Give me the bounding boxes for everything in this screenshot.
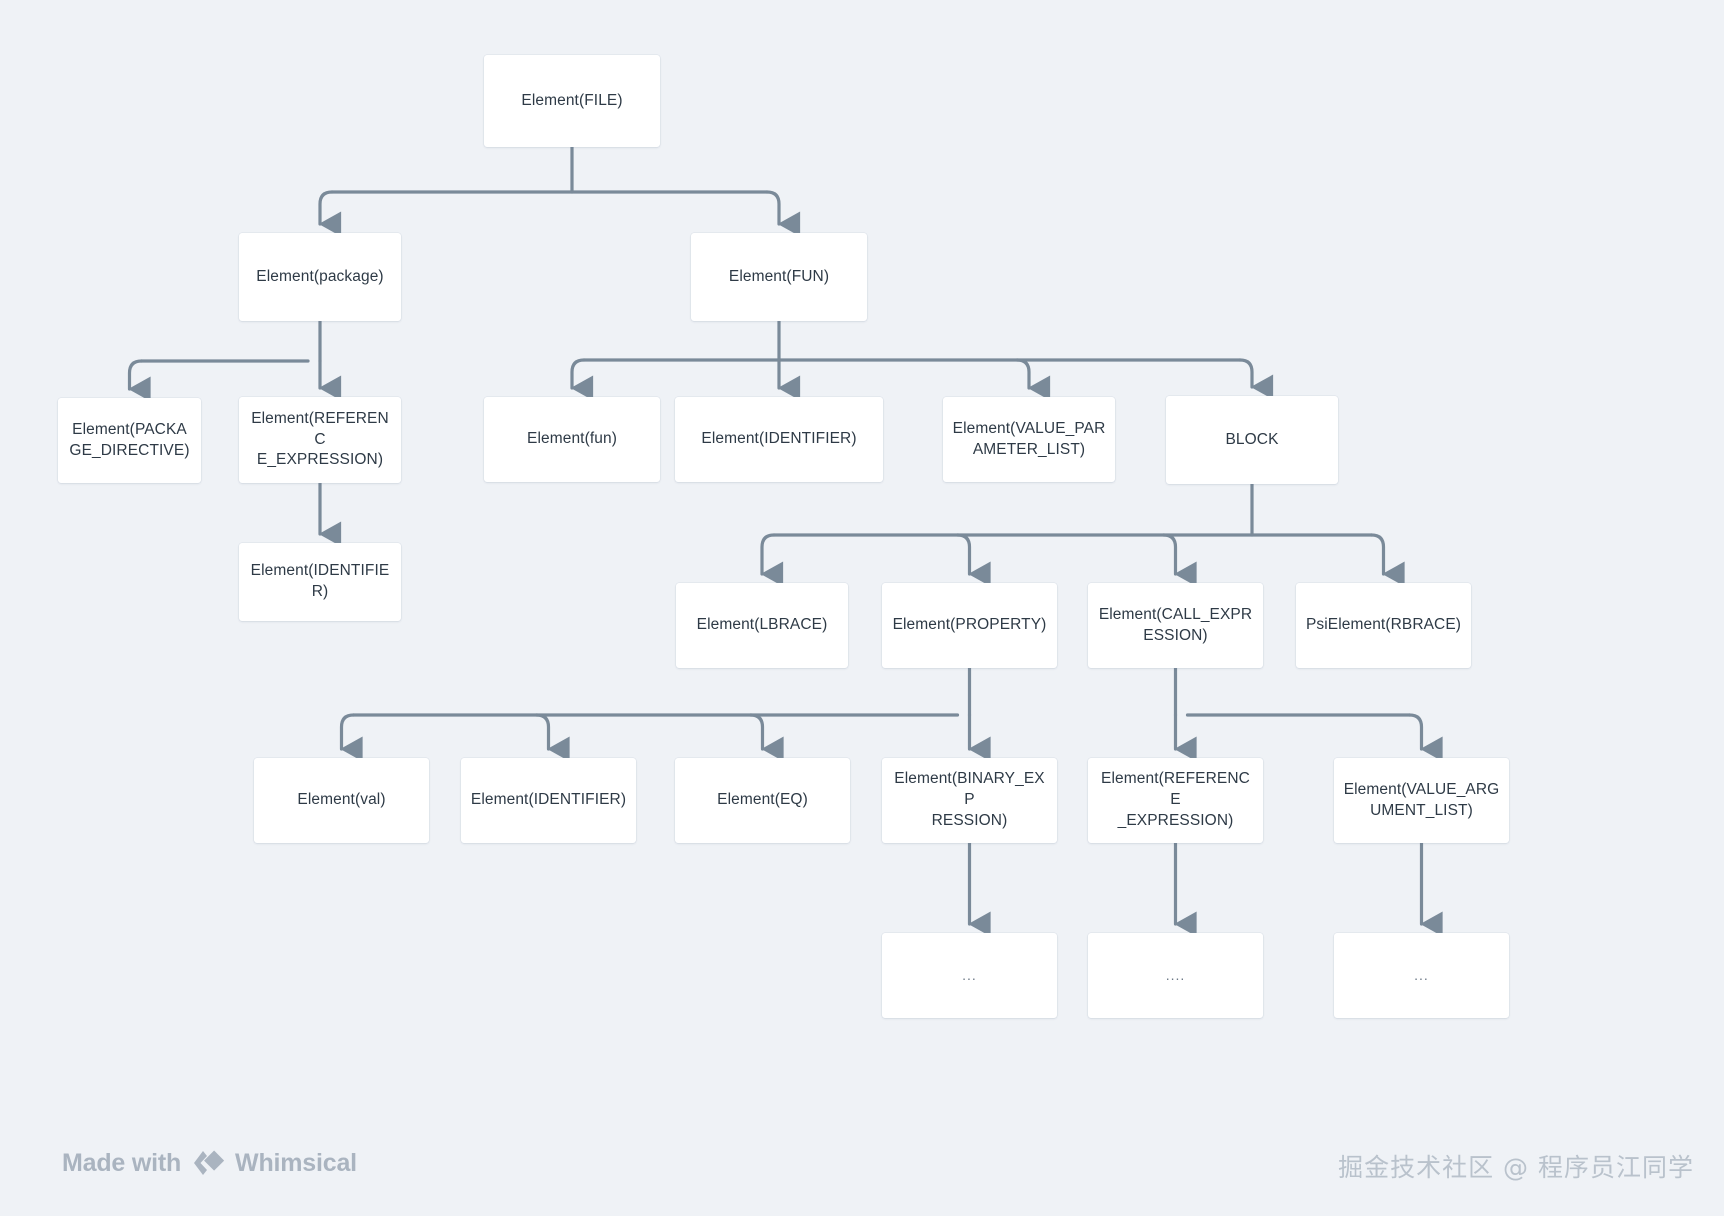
node-identifier3[interactable]: Element(IDENTIFIER) (461, 758, 636, 843)
edge (955, 533, 991, 587)
node-label: Element(BINARY_EXP RESSION) (894, 770, 1045, 829)
node-label: Element(package) (256, 267, 384, 285)
node-rbrace[interactable]: PsiElement(RBRACE) (1296, 583, 1471, 668)
node-fun_top[interactable]: Element(FUN) (691, 233, 867, 321)
node-dots2[interactable]: .... (1088, 933, 1263, 1018)
node-value_param[interactable]: Element(VALUE_PAR AMETER_LIST) (943, 397, 1115, 482)
edge (570, 358, 594, 401)
node-value_arg[interactable]: Element(VALUE_ARG UMENT_LIST) (1334, 758, 1509, 843)
node-label: Element(IDENTIFIER) (470, 791, 627, 809)
node-file[interactable]: Element(FILE) (484, 55, 660, 147)
node-fun_kw[interactable]: Element(fun) (484, 397, 660, 482)
node-package[interactable]: Element(package) (239, 233, 401, 321)
edge (765, 190, 801, 237)
node-ref_expr2[interactable]: Element(REFERENCE _EXPRESSION) (1088, 758, 1263, 843)
node-label: Element(FILE) (521, 91, 623, 109)
node-label: Element(REFERENCE _EXPRESSION) (1101, 770, 1250, 829)
node-ref_expr[interactable]: Element(REFERENC E_EXPRESSION) (239, 397, 401, 483)
node-property[interactable]: Element(PROPERTY) (882, 583, 1057, 668)
node-label: ... (962, 967, 977, 984)
node-label: Element(CALL_EXPR ESSION) (1098, 605, 1253, 644)
edge (127, 359, 151, 402)
whimsical-logo-icon (191, 1148, 225, 1178)
edge (318, 190, 342, 237)
node-binary_expr[interactable]: Element(BINARY_EXP RESSION) (882, 758, 1057, 843)
node-block[interactable]: BLOCK (1166, 396, 1338, 484)
node-label: .... (1165, 967, 1186, 984)
whimsical-prefix-label: Made with (62, 1148, 182, 1177)
edge (339, 713, 363, 762)
node-label: Element(IDENTIFIER) (701, 430, 857, 448)
node-label: Element(REFERENC E_EXPRESSION) (251, 409, 389, 469)
juejin-watermark: 掘金技术社区 @ 程序员江同学 (1338, 1153, 1694, 1182)
node-label: Element(val) (297, 791, 386, 809)
edge (1161, 533, 1197, 587)
node-pkg_dir[interactable]: Element(PACKA GE_DIRECTIVE) (58, 398, 201, 483)
node-call_expr[interactable]: Element(CALL_EXPR ESSION) (1088, 583, 1263, 668)
node-label: Element(LBRACE) (696, 616, 828, 634)
node-label: Element(PROPERTY) (892, 616, 1047, 634)
node-label: Element(EQ) (717, 791, 808, 809)
node-label: Element(FUN) (728, 267, 830, 285)
node-label: BLOCK (1225, 430, 1279, 448)
edge (760, 533, 784, 587)
node-identifier1[interactable]: Element(IDENTIFIE R) (239, 543, 401, 621)
node-label: Element(fun) (527, 430, 617, 448)
edge (1369, 533, 1405, 587)
whimsical-watermark: Made with Whimsical (62, 1148, 357, 1178)
node-label: Element(VALUE_ARG UMENT_LIST) (1343, 780, 1500, 819)
node-val_kw[interactable]: Element(val) (254, 758, 429, 843)
node-dots1[interactable]: ... (882, 933, 1057, 1018)
edge (534, 713, 570, 762)
edge (1407, 713, 1443, 762)
node-label: PsiElement(RBRACE) (1305, 616, 1462, 634)
node-dots3[interactable]: ... (1334, 933, 1509, 1018)
edge (748, 713, 784, 762)
edge (1238, 358, 1274, 400)
node-label: Element(VALUE_PAR AMETER_LIST) (952, 419, 1106, 458)
node-identifier2[interactable]: Element(IDENTIFIER) (675, 397, 883, 482)
node-eq[interactable]: Element(EQ) (675, 758, 850, 843)
whimsical-name-label: Whimsical (235, 1148, 357, 1177)
node-label: ... (1414, 967, 1429, 984)
node-label: Element(IDENTIFIE R) (250, 562, 390, 600)
edge (1015, 358, 1051, 401)
node-label: Element(PACKA GE_DIRECTIVE) (69, 420, 190, 459)
node-lbrace[interactable]: Element(LBRACE) (676, 583, 848, 668)
